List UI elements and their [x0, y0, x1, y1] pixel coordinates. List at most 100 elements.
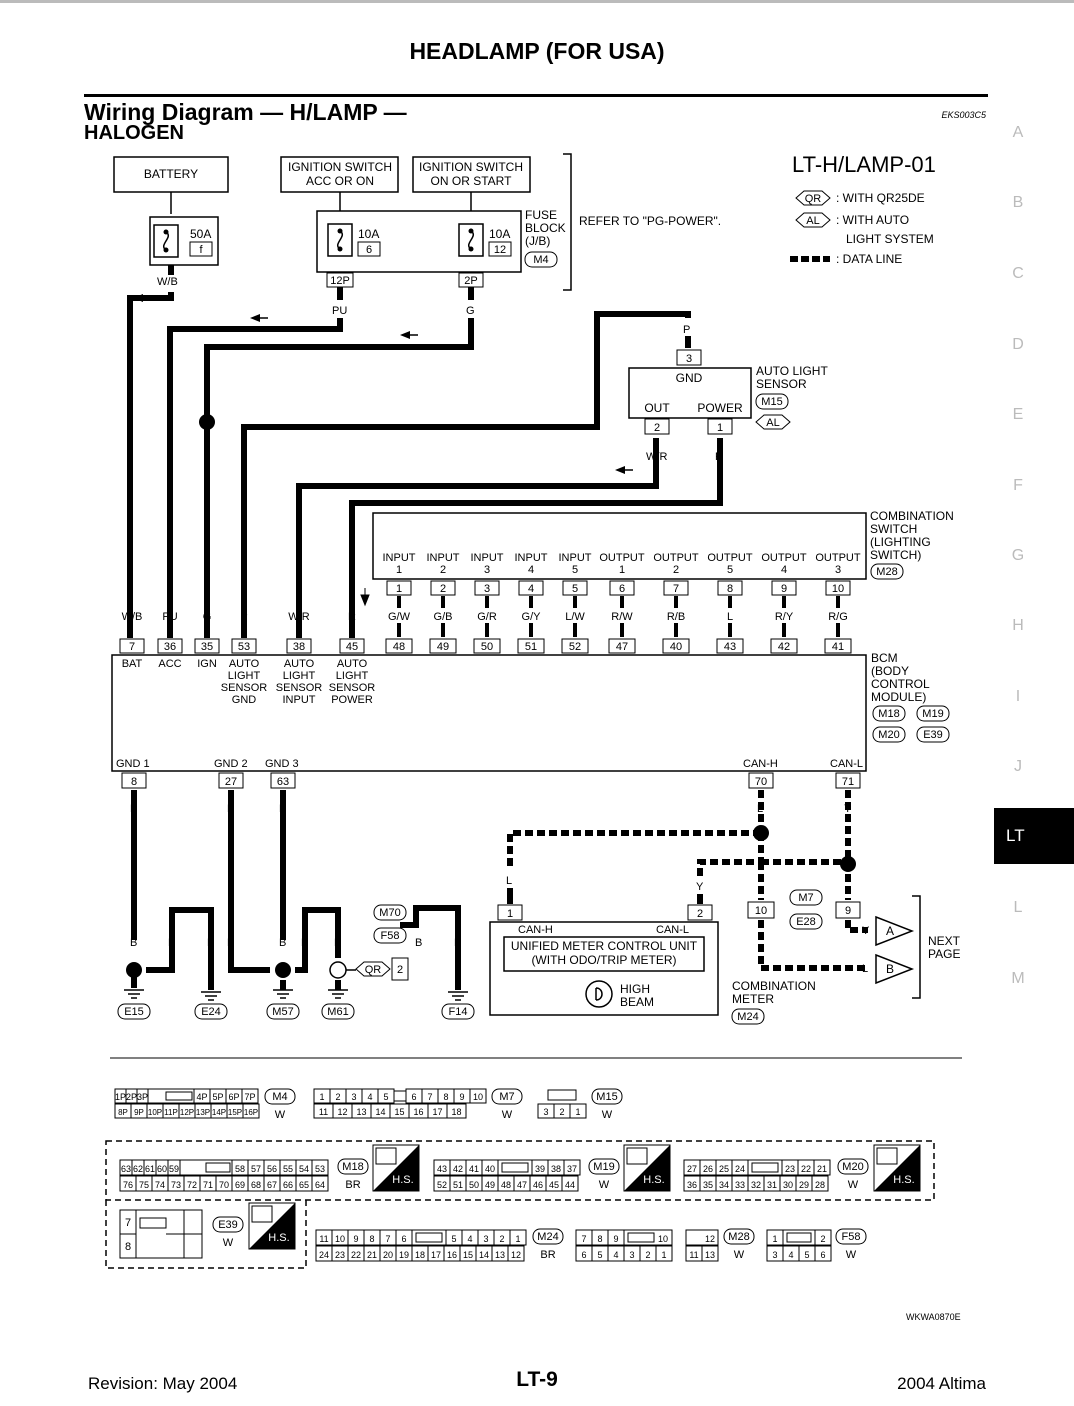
svg-text:23: 23	[335, 1250, 345, 1260]
svg-text:: WITH QR25DE: : WITH QR25DE	[836, 191, 925, 205]
svg-text:50: 50	[481, 641, 493, 653]
svg-text:8: 8	[727, 583, 733, 595]
svg-text:4: 4	[788, 1250, 793, 1260]
svg-text:SWITCH): SWITCH)	[870, 548, 921, 562]
section-subtitle: HALOGEN	[84, 122, 184, 144]
svg-text:M19: M19	[593, 1161, 614, 1173]
svg-text:48: 48	[393, 641, 405, 653]
svg-text:QR: QR	[805, 193, 822, 205]
svg-text:M15: M15	[761, 396, 782, 408]
svg-text:66: 66	[283, 1180, 293, 1190]
svg-text:30: 30	[783, 1180, 793, 1190]
heat-shield-m19: H.S.	[623, 1144, 671, 1192]
svg-text:17: 17	[431, 1250, 441, 1260]
svg-text:B: B	[130, 937, 137, 949]
svg-text:52: 52	[569, 641, 581, 653]
svg-text:F58: F58	[381, 930, 400, 942]
svg-text:5: 5	[383, 1092, 388, 1102]
svg-text:H.S.: H.S.	[268, 1232, 289, 1244]
svg-text:B: B	[301, 937, 308, 949]
svg-text:M18: M18	[342, 1161, 363, 1173]
svg-text:10: 10	[473, 1092, 483, 1102]
index-d[interactable]: D	[1012, 336, 1024, 353]
svg-text:20: 20	[383, 1250, 393, 1260]
svg-text:(LIGHTING: (LIGHTING	[870, 535, 931, 549]
index-b[interactable]: B	[1012, 194, 1024, 211]
svg-text:LIGHT: LIGHT	[228, 670, 261, 682]
svg-text:B: B	[334, 937, 341, 949]
svg-text:M7: M7	[798, 892, 813, 904]
high-beam-icon	[585, 980, 613, 1008]
svg-text:COMBINATION: COMBINATION	[870, 509, 954, 523]
svg-text:LIGHT SYSTEM: LIGHT SYSTEM	[846, 232, 934, 246]
svg-text:2: 2	[673, 564, 679, 576]
svg-text:2: 2	[440, 564, 446, 576]
svg-text:SENSOR: SENSOR	[329, 682, 376, 694]
svg-text:FUSE: FUSE	[525, 208, 557, 222]
svg-text:53: 53	[238, 641, 250, 653]
svg-text:51: 51	[525, 641, 537, 653]
top-rule	[0, 0, 1074, 3]
svg-text:25: 25	[719, 1164, 729, 1174]
svg-text:15: 15	[394, 1107, 404, 1117]
index-lt-active[interactable]: LT	[994, 808, 1074, 864]
svg-text:19: 19	[399, 1250, 409, 1260]
svg-text:AUTO: AUTO	[229, 658, 260, 670]
svg-text:PU: PU	[332, 305, 347, 317]
svg-text:R/Y: R/Y	[775, 611, 794, 623]
svg-text:L: L	[727, 611, 733, 623]
svg-text:CAN-H: CAN-H	[518, 924, 553, 936]
svg-text:IGN: IGN	[197, 658, 217, 670]
svg-text:M24: M24	[537, 1231, 558, 1243]
svg-text:G/W: G/W	[388, 611, 411, 623]
index-i[interactable]: I	[1015, 688, 1021, 705]
svg-text:3: 3	[484, 583, 490, 595]
next-page-b[interactable]	[875, 953, 915, 985]
index-h[interactable]: H	[1012, 617, 1024, 634]
svg-text:9: 9	[845, 905, 851, 917]
svg-text:63: 63	[121, 1164, 131, 1174]
svg-text:13: 13	[495, 1250, 505, 1260]
index-c[interactable]: C	[1012, 265, 1024, 282]
svg-text:26: 26	[703, 1164, 713, 1174]
svg-text:SENSOR: SENSOR	[756, 377, 807, 391]
svg-text:BLOCK: BLOCK	[525, 221, 566, 235]
index-e[interactable]: E	[1012, 406, 1024, 423]
svg-text:B: B	[886, 962, 894, 976]
svg-text:M28: M28	[728, 1231, 749, 1243]
svg-text:23: 23	[785, 1164, 795, 1174]
index-m[interactable]: M	[1011, 970, 1025, 987]
next-page-a[interactable]	[875, 915, 915, 947]
svg-text:71: 71	[842, 776, 854, 788]
svg-text:W: W	[275, 1109, 286, 1121]
index-g[interactable]: G	[1011, 547, 1025, 564]
battery-box: BATTERY	[113, 156, 229, 193]
index-f[interactable]: F	[1013, 477, 1023, 494]
svg-text:METER: METER	[732, 992, 774, 1006]
svg-text:Y: Y	[862, 925, 870, 937]
svg-text:5: 5	[572, 564, 578, 576]
svg-text:9P: 9P	[134, 1108, 144, 1117]
svg-text:INPUT: INPUT	[283, 694, 316, 706]
index-l[interactable]: L	[1013, 899, 1023, 916]
ground-labels: E15 E24 M57 M61 F14	[117, 1003, 475, 1020]
svg-text:B: B	[207, 937, 214, 949]
svg-text:L: L	[506, 875, 512, 887]
svg-text:4: 4	[367, 1092, 372, 1102]
svg-text:BATTERY: BATTERY	[144, 167, 198, 181]
index-j[interactable]: J	[1014, 758, 1022, 775]
svg-text:BR: BR	[345, 1179, 360, 1191]
svg-text:1: 1	[717, 422, 723, 434]
heat-shield-e39: H.S.	[248, 1202, 296, 1250]
svg-text:11: 11	[319, 1107, 328, 1117]
svg-text:W/B: W/B	[122, 611, 143, 623]
svg-text:B: B	[227, 803, 234, 815]
svg-text:22: 22	[801, 1164, 811, 1174]
svg-text:12: 12	[337, 1107, 347, 1117]
index-a[interactable]: A	[1012, 124, 1024, 141]
svg-text:73: 73	[171, 1180, 181, 1190]
